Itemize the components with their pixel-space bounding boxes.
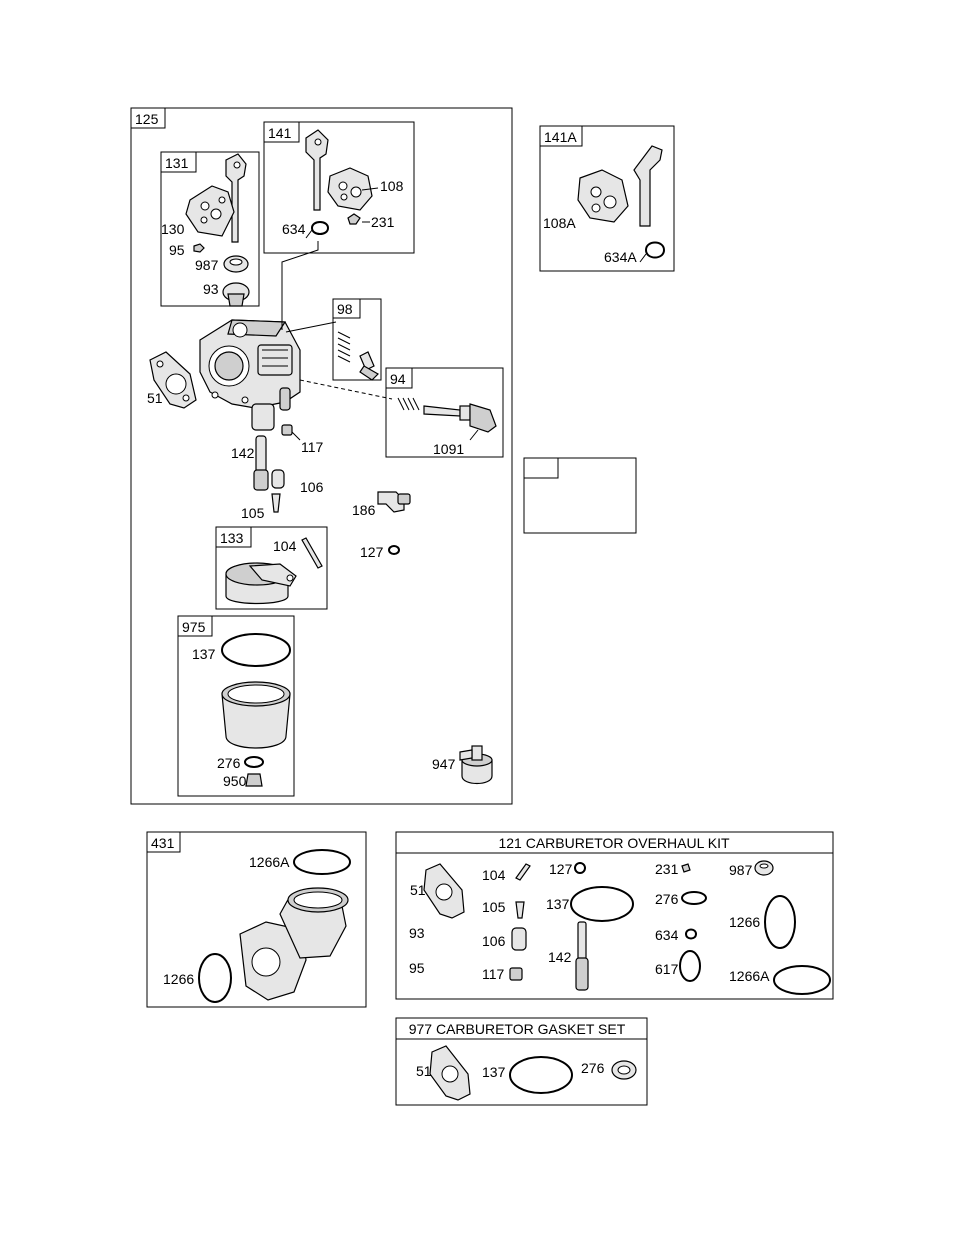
group-label: 125 xyxy=(135,111,159,127)
idle-screw-98-illustration xyxy=(338,332,378,380)
callout-276: 276 xyxy=(655,891,679,907)
callout-labels: 130 95 987 93 108 634 231 51 117 142 106 1091 186 105… xyxy=(147,178,770,1080)
choke-shaft-141-illustration xyxy=(306,130,378,238)
callout-634A: 634A xyxy=(604,249,637,265)
callout-51: 51 xyxy=(147,390,163,406)
small-jet-parts-illustration xyxy=(254,425,300,512)
group-label: 975 xyxy=(182,619,206,635)
callout-137: 137 xyxy=(546,896,570,912)
callout-108: 108 xyxy=(380,178,404,194)
group-label: 94 xyxy=(390,371,406,387)
callout-51: 51 xyxy=(410,882,426,898)
callout-93: 93 xyxy=(409,925,425,941)
callout-231: 231 xyxy=(655,861,679,877)
callout-104: 104 xyxy=(482,867,506,883)
callout-106: 106 xyxy=(482,933,506,949)
callout-127: 127 xyxy=(549,861,573,877)
carburetor-body-illustration xyxy=(200,320,300,430)
callout-617: 617 xyxy=(655,961,679,977)
solenoid-947-illustration xyxy=(460,746,492,784)
callout-104: 104 xyxy=(273,538,297,554)
group-label: 133 xyxy=(220,530,244,546)
callout-105: 105 xyxy=(482,899,506,915)
intake-elbow-431-illustration xyxy=(199,850,350,1002)
callout-117: 117 xyxy=(301,439,324,455)
callout-95: 95 xyxy=(409,960,425,976)
callout-95: 95 xyxy=(169,242,185,258)
choke-shaft-141A-illustration xyxy=(578,146,664,262)
group-boxes: 125 141 131 98 94 133 975 141A 431 xyxy=(131,108,674,1007)
callout-142: 142 xyxy=(548,949,572,965)
group-label: 131 xyxy=(165,155,189,171)
callout-987: 987 xyxy=(729,862,753,878)
callout-108A: 108A xyxy=(543,215,576,231)
callout-130: 130 xyxy=(161,221,185,237)
group-box-blank xyxy=(524,458,636,533)
callout-137: 137 xyxy=(482,1064,506,1080)
group-label: 98 xyxy=(337,301,353,317)
callout-127: 127 xyxy=(360,544,384,560)
callout-1266: 1266 xyxy=(163,971,194,987)
callout-276: 276 xyxy=(581,1060,605,1076)
callout-93: 93 xyxy=(203,281,219,297)
callout-634: 634 xyxy=(282,221,306,237)
callout-117: 117 xyxy=(482,966,505,982)
callout-1266: 1266 xyxy=(729,914,760,930)
callout-987: 987 xyxy=(195,257,219,273)
callout-1266A: 1266A xyxy=(249,854,290,870)
kit-121-title: 121 CARBURETOR OVERHAUL KIT xyxy=(498,835,730,851)
kit-977-parts-illustration xyxy=(430,1046,636,1100)
callout-1091: 1091 xyxy=(433,441,464,457)
fuel-fitting-186-illustration xyxy=(378,492,410,512)
washer-127-illustration xyxy=(389,546,399,554)
callout-1266A: 1266A xyxy=(729,968,770,984)
group-label: 141 xyxy=(268,125,292,141)
callout-634: 634 xyxy=(655,927,679,943)
callout-137: 137 xyxy=(192,646,216,662)
mixture-needle-94-illustration xyxy=(398,398,496,440)
kit-977-title: 977 CARBURETOR GASKET SET xyxy=(409,1021,626,1037)
callout-947: 947 xyxy=(432,756,456,772)
callout-105: 105 xyxy=(241,505,265,521)
group-label: 431 xyxy=(151,835,175,851)
callout-276: 276 xyxy=(217,755,241,771)
callout-186: 186 xyxy=(352,502,376,518)
callout-950: 950 xyxy=(223,773,247,789)
callout-142: 142 xyxy=(231,445,255,461)
callout-231: 231 xyxy=(371,214,395,230)
callout-106: 106 xyxy=(300,479,324,495)
group-label: 141A xyxy=(544,129,577,145)
callout-51: 51 xyxy=(416,1063,432,1079)
